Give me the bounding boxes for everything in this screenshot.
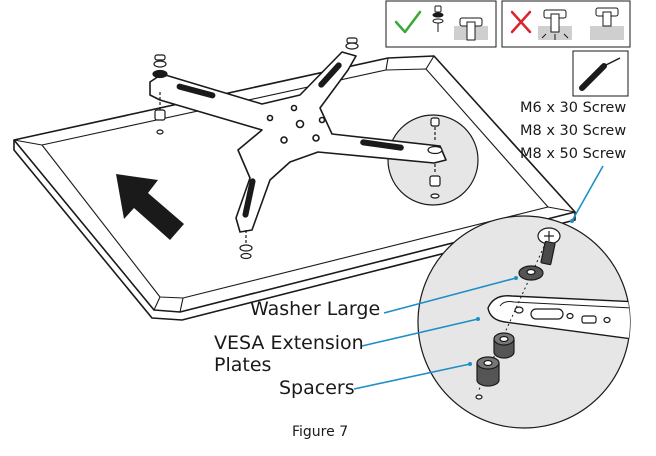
arrow-icon	[116, 174, 184, 240]
vesa-label-line-1: VESA Extension	[214, 332, 364, 354]
long-screw-icon	[590, 7, 624, 40]
incorrect-installation-box	[501, 0, 631, 48]
vesa-label-line-2: Plates	[214, 354, 272, 376]
stripped-screw-icon	[538, 9, 572, 40]
zoom-washer	[518, 265, 544, 281]
mounted-screw-icon	[454, 17, 488, 41]
mounting-hardware	[152, 37, 443, 260]
zoom-detail-circle	[417, 215, 631, 429]
cross-mark-icon	[510, 10, 532, 34]
washer-screw-icon	[432, 5, 444, 32]
callout-lines	[353, 165, 604, 390]
check-mark-icon	[394, 10, 422, 34]
tool-box	[572, 50, 629, 97]
vesa-extension-plates-label: VESA Extension Plates	[214, 332, 364, 376]
screw-size-m8x50: M8 x 50 Screw	[520, 146, 627, 162]
vesa-bracket	[149, 51, 447, 233]
correct-installation-box	[385, 0, 497, 48]
screw-size-m6x30: M6 x 30 Screw	[520, 100, 627, 116]
screw-size-m8x30: M8 x 30 Screw	[520, 123, 627, 139]
zoom-screw	[537, 227, 561, 266]
washer-large-label: Washer Large	[250, 298, 381, 320]
screw-sizes-list: M6 x 30 Screw M8 x 30 Screw M8 x 50 Scre…	[520, 97, 626, 166]
figure-caption: Figure 7	[292, 424, 349, 440]
spacers-label: Spacers	[279, 377, 355, 399]
zoom-spacers	[475, 332, 515, 400]
screwdriver-icon	[579, 57, 621, 91]
bracket-slots	[176, 62, 404, 218]
